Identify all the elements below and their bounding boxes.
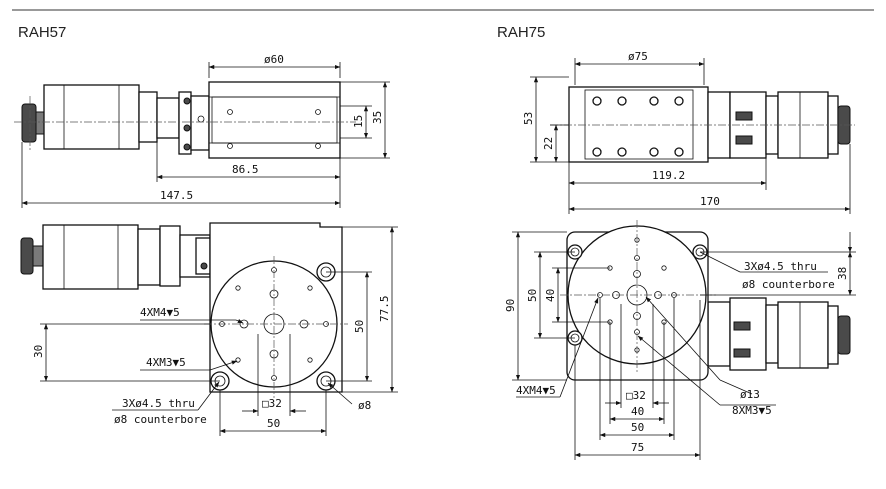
model-title-rah75: RAH75 (497, 24, 545, 41)
dim-rah75-sq32: □32 (626, 389, 646, 402)
dim-rah75-50-horizontal: 50 (631, 421, 644, 434)
dim-rah57-15: 15 (352, 115, 365, 128)
dim-rah57-30: 30 (32, 345, 45, 358)
dim-rah75-4xm4: 4XM4▼5 (516, 384, 556, 397)
dim-rah57-147-5: 147.5 (160, 189, 193, 202)
dim-rah75-8xm3: 8XM3▼5 (732, 404, 772, 417)
rah75-top-dimensions: ø75 53 22 119.2 170 (522, 50, 851, 214)
dim-rah75-40-vertical: 40 (544, 289, 557, 302)
rah57-top-dimensions: ø60 35 15 86.5 147.5 (21, 53, 390, 208)
dim-rah75-3x-thru: 3Xø4.5 thru (744, 260, 817, 273)
rah57-front-dimensions: 77.5 50 30 4XM4▼5 4XM3▼5 3Xø4.5 thru ø8 … (32, 226, 398, 436)
dim-rah57-4xm4: 4XM4▼5 (140, 306, 180, 319)
dim-rah75-119-2: 119.2 (652, 169, 685, 182)
rah57-top-view (14, 81, 356, 159)
dim-rah57-50-horizontal: 50 (267, 417, 280, 430)
rah75-top-view (550, 86, 855, 163)
dim-rah75-phi13: ø13 (740, 388, 760, 401)
dim-rah57-86-5: 86.5 (232, 163, 259, 176)
dim-rah57-50-vertical: 50 (353, 320, 366, 333)
dim-rah57-counterbore: ø8 counterbore (114, 413, 207, 426)
dim-rah57-4xm3: 4XM3▼5 (146, 356, 186, 369)
dim-rah75-40-horizontal: 40 (631, 405, 644, 418)
dim-rah57-77-5: 77.5 (378, 296, 391, 323)
dim-rah75-170: 170 (700, 195, 720, 208)
dim-rah75-53: 53 (522, 112, 535, 125)
dim-rah57-3x-thru: 3Xø4.5 thru (122, 397, 195, 410)
rah57-front-view (20, 222, 348, 398)
dim-rah75-38: 38 (836, 267, 849, 280)
dim-rah75-phi75: ø75 (628, 50, 648, 63)
model-title-rah57: RAH57 (18, 24, 66, 41)
dim-rah75-50-vertical: 50 (526, 289, 539, 302)
dim-rah57-35: 35 (371, 111, 384, 124)
dim-rah75-22: 22 (542, 137, 555, 150)
rah75-front-dimensions: 90 50 40 38 3Xø4.5 thru ø8 counterbore 4… (504, 231, 856, 460)
dim-rah57-phi60: ø60 (264, 53, 284, 66)
rah75-front-view (560, 220, 851, 381)
dim-rah75-counterbore: ø8 counterbore (742, 278, 835, 291)
dim-rah75-75: 75 (631, 441, 644, 454)
dim-rah57-sq32: □32 (262, 397, 282, 410)
dim-rah75-90: 90 (504, 299, 517, 312)
dim-rah57-phi8: ø8 (358, 399, 371, 412)
